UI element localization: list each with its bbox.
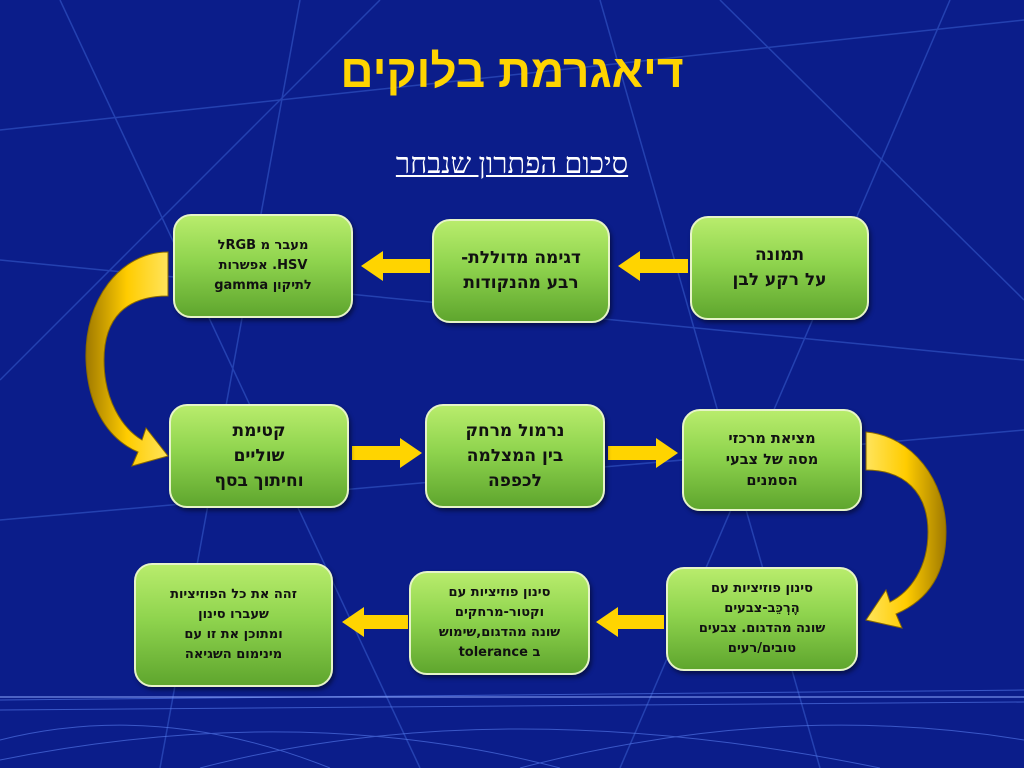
arrow-crop-to-normalize [352, 438, 422, 468]
box-normalize: נרמול מרחק בין המצלמה לכפפה [425, 404, 605, 508]
arrow-sampling-to-color [361, 251, 430, 281]
box-filter-vector: סינון פוזיציות עם וקטור-מרחקים שונה מהדגום… [409, 571, 590, 675]
box-color-convert: מעבר מ RGBל HSV. אפשרות לתיקון gamma [173, 214, 353, 318]
box-line: שונה מהדגום,שימוש [438, 625, 561, 640]
box-sampling-text: דגימה מדוללת- רבע מהנקודות [461, 246, 581, 296]
box-line: נרמול מרחק [465, 420, 565, 441]
box-filter-colors-text: סינון פוזיציות עם הֶרְכֵּב-צבעים שונה מהדג… [699, 579, 825, 659]
box-filter-vector-text: סינון פוזיציות עם וקטור-מרחקים שונה מהדגום… [439, 583, 560, 663]
box-line: מינימום השגיאה [184, 647, 283, 662]
box-crop-edges: קטימת שוליים וחיתוך בסף [169, 404, 349, 508]
box-line: לתיקון gamma [214, 278, 312, 293]
box-line: וחיתוך בסף [214, 470, 304, 491]
box-line: בין המצלמה [466, 445, 564, 466]
box-filter-colors: סינון פוזיציות עם הֶרְכֵּב-צבעים שונה מהדג… [666, 567, 858, 671]
slide-subtitle: סיכום הפתרון שנבחר [0, 148, 1024, 181]
box-line: סינון פוזיציות עם [711, 581, 813, 596]
box-line: תמונה [754, 245, 805, 265]
box-line: רבע מהנקודות [463, 273, 579, 293]
box-color-convert-text: מעבר מ RGBל HSV. אפשרות לתיקון gamma [214, 236, 312, 296]
arrow-image-to-sampling [618, 251, 688, 281]
box-image-text: תמונה על רקע לבן [733, 243, 827, 293]
slide-title: דיאגרמת בלוקים [340, 45, 684, 97]
box-line: הסמנים [746, 472, 798, 489]
box-line: ב tolerance [458, 645, 541, 660]
box-marker-centers-text: מציאת מרכזי מסה של צבעי הסמנים [726, 429, 818, 492]
box-line: סינון פוזיציות עם [448, 585, 551, 600]
box-line: לכפפה [488, 470, 542, 491]
box-line: על רקע לבן [732, 270, 827, 290]
box-identify: זהה את כל הפוזיציות שעברו סינון ומתוכן את … [134, 563, 333, 687]
box-line: מציאת מרכזי [728, 430, 816, 447]
slide-subtitle-text: סיכום הפתרון שנבחר [395, 148, 629, 180]
box-line: מסה של צבעי [725, 451, 819, 468]
arrow-colors-to-vector [596, 607, 664, 637]
box-sampling: דגימה מדוללת- רבע מהנקודות [432, 219, 610, 323]
box-normalize-text: נרמול מרחק בין המצלמה לכפפה [466, 419, 565, 494]
box-line: זהה את כל הפוזיציות [170, 587, 297, 602]
arrow-normalize-to-centers [608, 438, 678, 468]
box-identify-text: זהה את כל הפוזיציות שעברו סינון ומתוכן את … [170, 585, 297, 665]
box-line: HSV. אפשרות [218, 258, 308, 273]
box-line: דגימה מדוללת- [461, 248, 581, 268]
box-line: ומתוכן את זו עם [184, 627, 283, 642]
box-line: קטימת [232, 420, 286, 441]
arrow-vector-to-identify [342, 607, 408, 637]
box-line: וקטור-מרחקים [454, 605, 545, 620]
curved-arrow-left [85, 251, 169, 467]
box-line: שונה מהדגום. צבעים [698, 621, 826, 636]
box-line: טובים/רעים [727, 641, 797, 656]
box-crop-edges-text: קטימת שוליים וחיתוך בסף [214, 419, 303, 494]
box-line: שעברו סינון [198, 607, 269, 622]
curved-arrow-right [865, 431, 947, 629]
box-line: שוליים [233, 445, 285, 466]
box-line: הֶרְכֵּב-צבעים [724, 601, 800, 616]
box-image: תמונה על רקע לבן [690, 216, 869, 320]
box-marker-centers: מציאת מרכזי מסה של צבעי הסמנים [682, 409, 862, 511]
box-line: מעבר מ RGBל [217, 238, 309, 253]
